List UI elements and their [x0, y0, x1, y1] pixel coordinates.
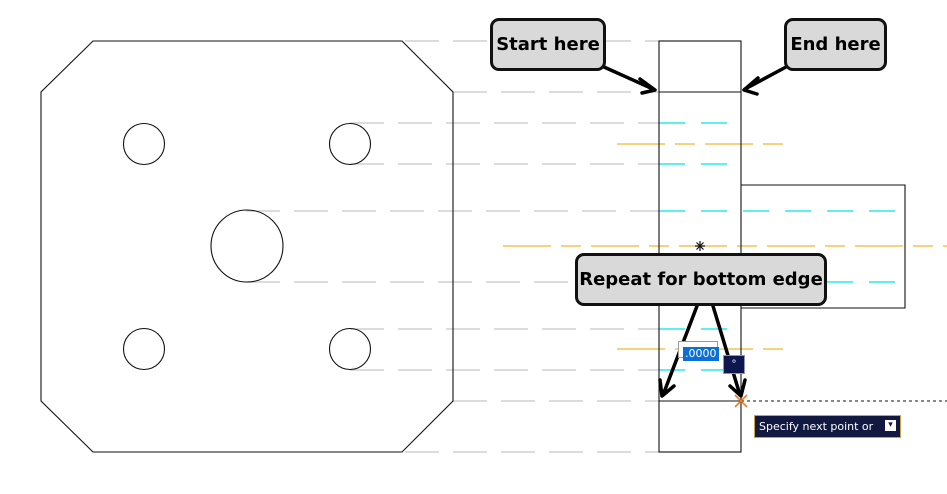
orange-center-lines [503, 143, 947, 350]
arrow-start-head [638, 77, 657, 95]
dynamic-input-length-field[interactable]: .0000 [678, 341, 719, 361]
arrow-repeat-left-head [658, 378, 676, 398]
arrow-end-head [742, 76, 760, 96]
hole-center [210, 209, 284, 283]
callout-start-here: Start here [490, 18, 606, 71]
center-snap-marker [695, 241, 705, 251]
front-view-plate-outline [40, 40, 454, 453]
options-dropdown-icon[interactable]: ▾ [885, 420, 896, 431]
hole-top-right [328, 122, 372, 166]
command-prompt-tooltip: Specify next point or ▾ [754, 415, 901, 438]
angle-icon[interactable]: ° [723, 355, 745, 374]
callout-repeat-bottom-edge: Repeat for bottom edge [575, 253, 827, 306]
hole-bottom-right [328, 327, 372, 371]
cursor-snap-marker [734, 394, 748, 408]
arrow-repeat-right [711, 304, 742, 397]
side-view-boss-outline [741, 184, 906, 309]
hole-top-left [122, 122, 166, 166]
callout-end-here: End here [784, 18, 887, 71]
side-view-outline [658, 40, 742, 453]
arrow-repeat-right-head [728, 378, 747, 398]
hole-bottom-left [122, 327, 166, 371]
callout-arrows [602, 65, 788, 398]
arrow-start [602, 65, 655, 91]
tooltip-text: Specify next point or [759, 420, 874, 433]
dynamic-input-value: .0000 [683, 347, 719, 361]
